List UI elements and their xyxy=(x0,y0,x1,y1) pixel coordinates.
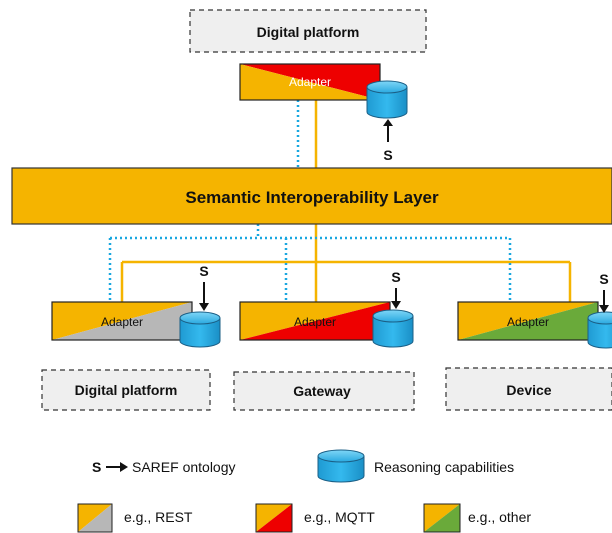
legend-reasoning: Reasoning capabilities xyxy=(317,449,514,483)
legend-saref-arrowhead xyxy=(120,462,128,472)
semantic-layer-box xyxy=(11,167,612,225)
platform-saref-mark: S xyxy=(199,263,208,279)
bottom-device-box xyxy=(445,367,612,411)
platform-saref-arrowhead xyxy=(199,303,209,311)
top-adapter-label: Adapter xyxy=(289,75,331,89)
bottom-adapter-gateway: Adapter xyxy=(239,301,391,341)
device-saref-mark: S xyxy=(599,271,608,287)
swatch-red-half xyxy=(256,504,292,532)
platform-saref-link: S xyxy=(199,263,209,311)
adapter-gray-half xyxy=(52,302,192,340)
adapter-orange-half xyxy=(240,64,380,100)
top-digital-platform: Digital platform xyxy=(189,9,427,53)
adapter-red-half xyxy=(240,302,390,340)
adapter-green-half xyxy=(458,302,598,340)
device-saref-link: S xyxy=(599,271,609,313)
device-cylinder-icon xyxy=(587,311,612,349)
legend-rest-swatch xyxy=(77,503,113,533)
legend-rest-label: e.g., REST xyxy=(124,509,193,525)
top-platform-box xyxy=(189,9,427,53)
bottom-platform-label: Digital platform xyxy=(75,382,178,398)
bottom-adapter-device: Adapter xyxy=(457,301,599,341)
gateway-saref-link: S xyxy=(391,269,401,309)
connection-lines xyxy=(108,100,572,302)
swatch-green-half xyxy=(424,504,460,532)
legend-other-swatch xyxy=(423,503,461,533)
semantic-layer-label: Semantic Interoperability Layer xyxy=(185,188,439,207)
legend-mqtt-swatch xyxy=(255,503,293,533)
semantic-layer: Semantic Interoperability Layer xyxy=(11,167,612,225)
device-saref-arrowhead xyxy=(599,305,609,313)
legend-saref-label: SAREF ontology xyxy=(132,459,236,475)
bottom-gateway-box xyxy=(233,371,415,411)
top-saref-arrowhead xyxy=(383,119,393,126)
legend-reasoning-label: Reasoning capabilities xyxy=(374,459,514,475)
bottom-device-box-group: Device xyxy=(445,367,612,411)
top-cylinder-icon xyxy=(366,80,408,119)
legend-other: e.g., other xyxy=(423,503,531,533)
adapter-label: Adapter xyxy=(507,315,549,329)
top-saref-mark: S xyxy=(383,147,392,163)
legend-mqtt-label: e.g., MQTT xyxy=(304,509,375,525)
legend-cylinder-icon xyxy=(317,449,365,483)
legend: S SAREF ontology Reasoning capabilities … xyxy=(77,449,531,533)
gateway-cylinder-icon xyxy=(372,309,414,348)
adapter-label: Adapter xyxy=(101,315,143,329)
bottom-platform-box xyxy=(41,369,211,411)
top-adapter: Adapter xyxy=(239,63,381,101)
legend-other-label: e.g., other xyxy=(468,509,531,525)
bottom-adapter-platform: Adapter xyxy=(51,301,193,341)
bottom-gateway-label: Gateway xyxy=(293,383,351,399)
legend-mqtt: e.g., MQTT xyxy=(255,503,375,533)
platform-cylinder-icon xyxy=(179,311,221,348)
bottom-platform-box-group: Digital platform xyxy=(41,369,211,411)
adapter-label: Adapter xyxy=(294,315,336,329)
legend-saref: S SAREF ontology xyxy=(92,459,236,475)
swatch-gray-half xyxy=(78,504,112,532)
bottom-device-label: Device xyxy=(506,382,551,398)
top-platform-label: Digital platform xyxy=(257,24,360,40)
legend-rest: e.g., REST xyxy=(77,503,193,533)
bottom-gateway-box-group: Gateway xyxy=(233,371,415,411)
legend-saref-mark: S xyxy=(92,459,101,475)
gateway-saref-arrowhead xyxy=(391,301,401,309)
top-saref-link: S xyxy=(383,119,393,163)
gateway-saref-mark: S xyxy=(391,269,400,285)
